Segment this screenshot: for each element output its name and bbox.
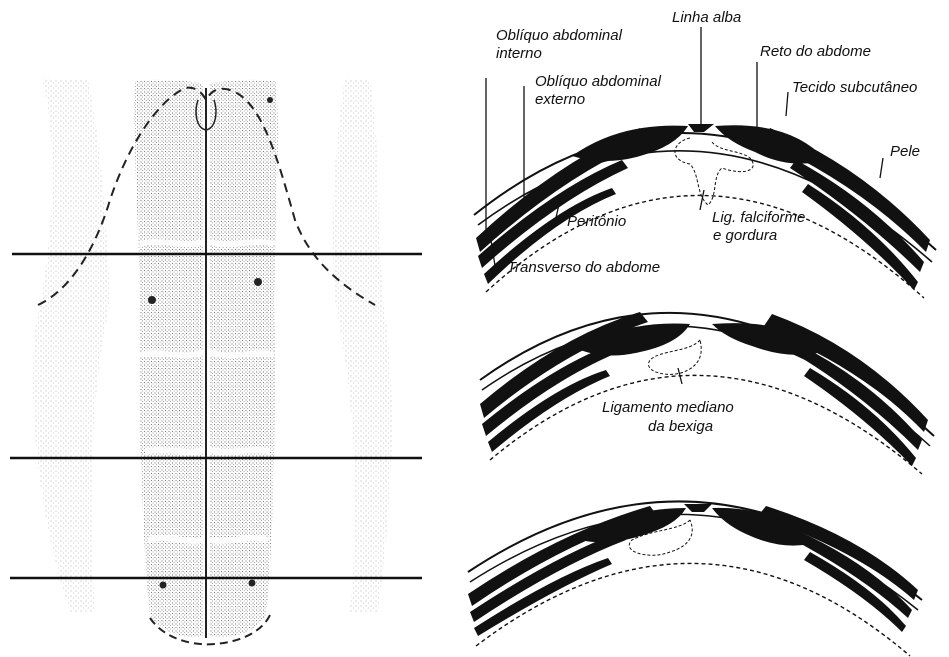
rectus-left (134, 80, 203, 637)
nipple-mark (254, 278, 262, 286)
leader-tecido-subcutaneo (786, 92, 788, 116)
rectus-right (210, 80, 278, 637)
falciform-fat-dashed (675, 138, 753, 205)
leader-pele (880, 158, 883, 178)
label-peritonio: Peritônio (567, 213, 626, 230)
label-ligamento-mediano: da bexiga (648, 418, 713, 435)
cross-section-middle (480, 312, 934, 474)
nipple-mark (249, 580, 256, 587)
label-obliquo-interno: Oblíquo abdominal (496, 27, 623, 44)
nipple-mark (267, 97, 273, 103)
label-reto: Reto do abdome (760, 43, 871, 60)
label-lig-falciforme: Lig. falciforme (712, 209, 805, 226)
label-tecido-subcutaneo: Tecido subcutâneo (792, 79, 917, 96)
label-transverso: Transverso do abdome (507, 259, 660, 276)
label-obliquo-externo: Oblíquo abdominal (535, 73, 662, 90)
label-lig-falciforme: e gordura (713, 227, 777, 244)
right-flank-stipple (333, 78, 392, 612)
rectus-left-section (572, 126, 688, 161)
label-ligamento-mediano: Ligamento mediano (602, 399, 734, 416)
label-linha-alba: Linha alba (672, 9, 741, 26)
left-flank-stipple (33, 78, 110, 612)
oblique-internal-band (470, 532, 626, 622)
rectus-right-section (712, 323, 822, 355)
label-obliquo-externo: externo (535, 91, 585, 108)
linea-alba-node (684, 504, 712, 512)
nipple-mark (160, 582, 167, 589)
label-pele: Pele (890, 143, 920, 160)
rectus-right-section (715, 125, 826, 163)
ventral-abdomen-view (10, 78, 422, 644)
cross-section-caudal (468, 501, 922, 656)
label-obliquo-interno: interno (496, 45, 542, 62)
nipple-mark (148, 296, 156, 304)
